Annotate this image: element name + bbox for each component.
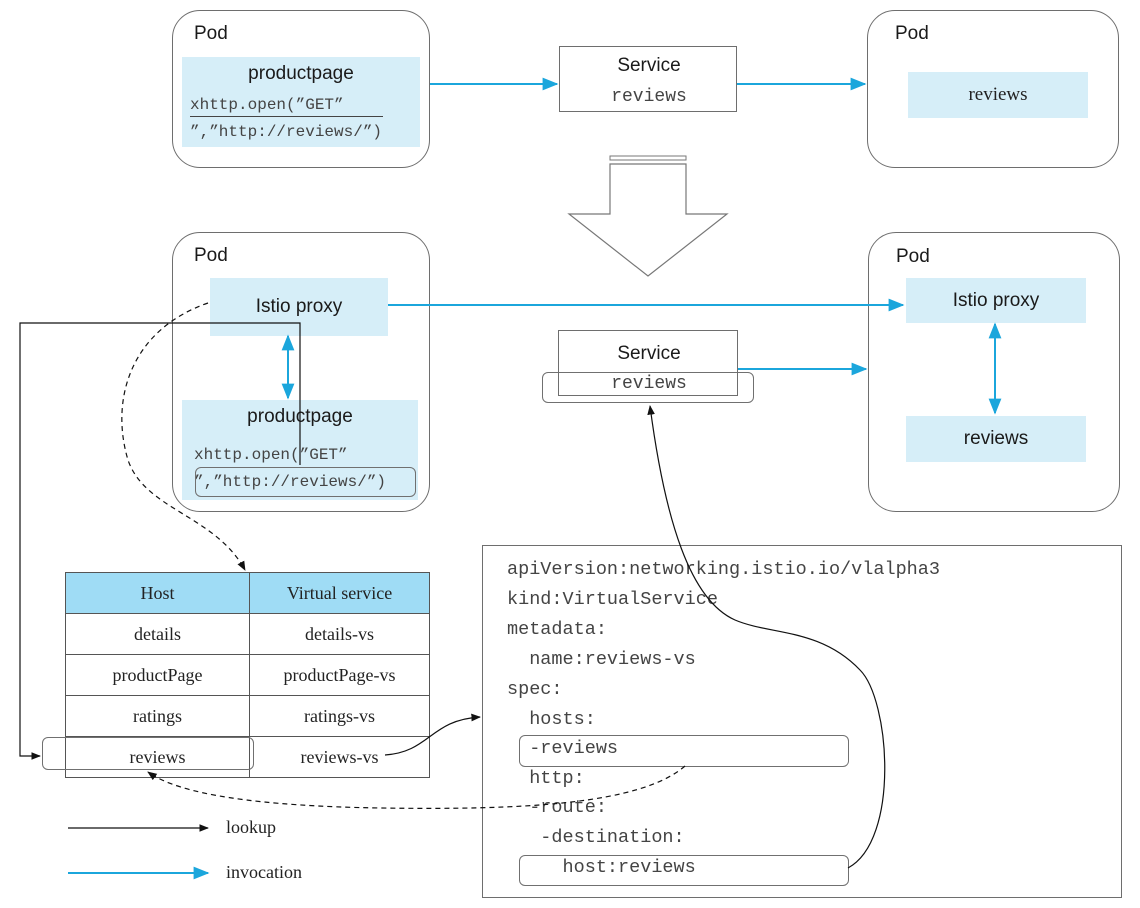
pod-title: Pod xyxy=(194,245,228,266)
istio-proxy-box: Istio proxy xyxy=(906,278,1086,323)
lookup-arrow xyxy=(19,322,301,760)
pod-title: Pod xyxy=(895,23,929,44)
table-row: reviews reviews-vs xyxy=(65,736,430,778)
header-virtual-service: Virtual service xyxy=(249,572,430,614)
service-title: Service xyxy=(617,343,681,364)
pod-reviews-top: Pod reviews xyxy=(867,10,1119,168)
pod-title: Pod xyxy=(194,23,228,44)
destination-host-highlight xyxy=(519,855,849,886)
yaml-line: apiVersion:networking.istio.io/vlalpha3 xyxy=(507,559,940,580)
productpage-box: productpage xhttp.open(”GET” ”,”http://r… xyxy=(182,57,420,147)
yaml-line: metadata: xyxy=(507,619,607,640)
code-line-2: ”,”http://reviews/”) xyxy=(190,123,383,141)
yaml-line: http: xyxy=(507,768,585,789)
yaml-line: spec: xyxy=(507,679,563,700)
yaml-line: host:reviews xyxy=(507,857,696,878)
cell-vs: productPage-vs xyxy=(249,654,430,696)
dashed-lookup-arrow xyxy=(121,302,246,571)
code-line-1: xhttp.open(”GET” xyxy=(194,446,348,464)
table-header-row: Host Virtual service xyxy=(65,572,430,614)
cell-vs: reviews-vs xyxy=(249,736,430,778)
service-title: Service xyxy=(617,55,681,76)
yaml-line: -reviews xyxy=(507,738,619,759)
yaml-line: name:reviews-vs xyxy=(507,649,696,670)
pod-title: Pod xyxy=(896,246,930,267)
table-row: ratings ratings-vs xyxy=(65,695,430,737)
reviews-box: reviews xyxy=(908,72,1088,118)
reviews-box: reviews xyxy=(906,416,1086,462)
host-virtual-service-table: Host Virtual service details details-vs … xyxy=(65,572,430,778)
lookup-arrow xyxy=(384,713,481,756)
istio-proxy-box: Istio proxy xyxy=(210,278,388,336)
cell-vs: details-vs xyxy=(249,613,430,655)
legend-lookup-label: lookup xyxy=(226,817,277,837)
legend-invocation-label: invocation xyxy=(226,862,302,882)
service-reviews-top: Service reviews xyxy=(559,46,737,112)
yaml-line: -route: xyxy=(507,797,607,818)
table-row: productPage productPage-vs xyxy=(65,654,430,696)
pod-productpage-top: Pod productpage xhttp.open(”GET” ”,”http… xyxy=(172,10,430,168)
url-highlight xyxy=(195,467,416,497)
yaml-line: -destination: xyxy=(507,827,685,848)
service-name-highlight xyxy=(542,372,754,403)
code-line-2: ”,”http://reviews/”) xyxy=(194,473,387,491)
code-line-1: xhttp.open(”GET” xyxy=(190,96,344,114)
virtualservice-yaml: apiVersion:networking.istio.io/vlalpha3 … xyxy=(482,545,1122,898)
large-down-arrow-icon xyxy=(567,155,729,277)
service-name: reviews xyxy=(611,374,687,394)
service-reviews-mid: Service reviews xyxy=(558,330,738,396)
code-underline xyxy=(190,116,383,117)
service-name: reviews xyxy=(611,87,687,107)
cell-host: productPage xyxy=(65,654,250,696)
header-host: Host xyxy=(65,572,250,614)
productpage-label: productpage xyxy=(248,63,354,84)
lookup-arrow xyxy=(647,405,886,869)
reviews-row-highlight xyxy=(42,737,254,770)
cell-host: details xyxy=(65,613,250,655)
yaml-line: hosts: xyxy=(507,709,596,730)
table-row: details details-vs xyxy=(65,613,430,655)
cell-vs: ratings-vs xyxy=(249,695,430,737)
yaml-line: kind:VirtualService xyxy=(507,589,718,610)
dashed-lookup-arrow xyxy=(147,765,686,809)
